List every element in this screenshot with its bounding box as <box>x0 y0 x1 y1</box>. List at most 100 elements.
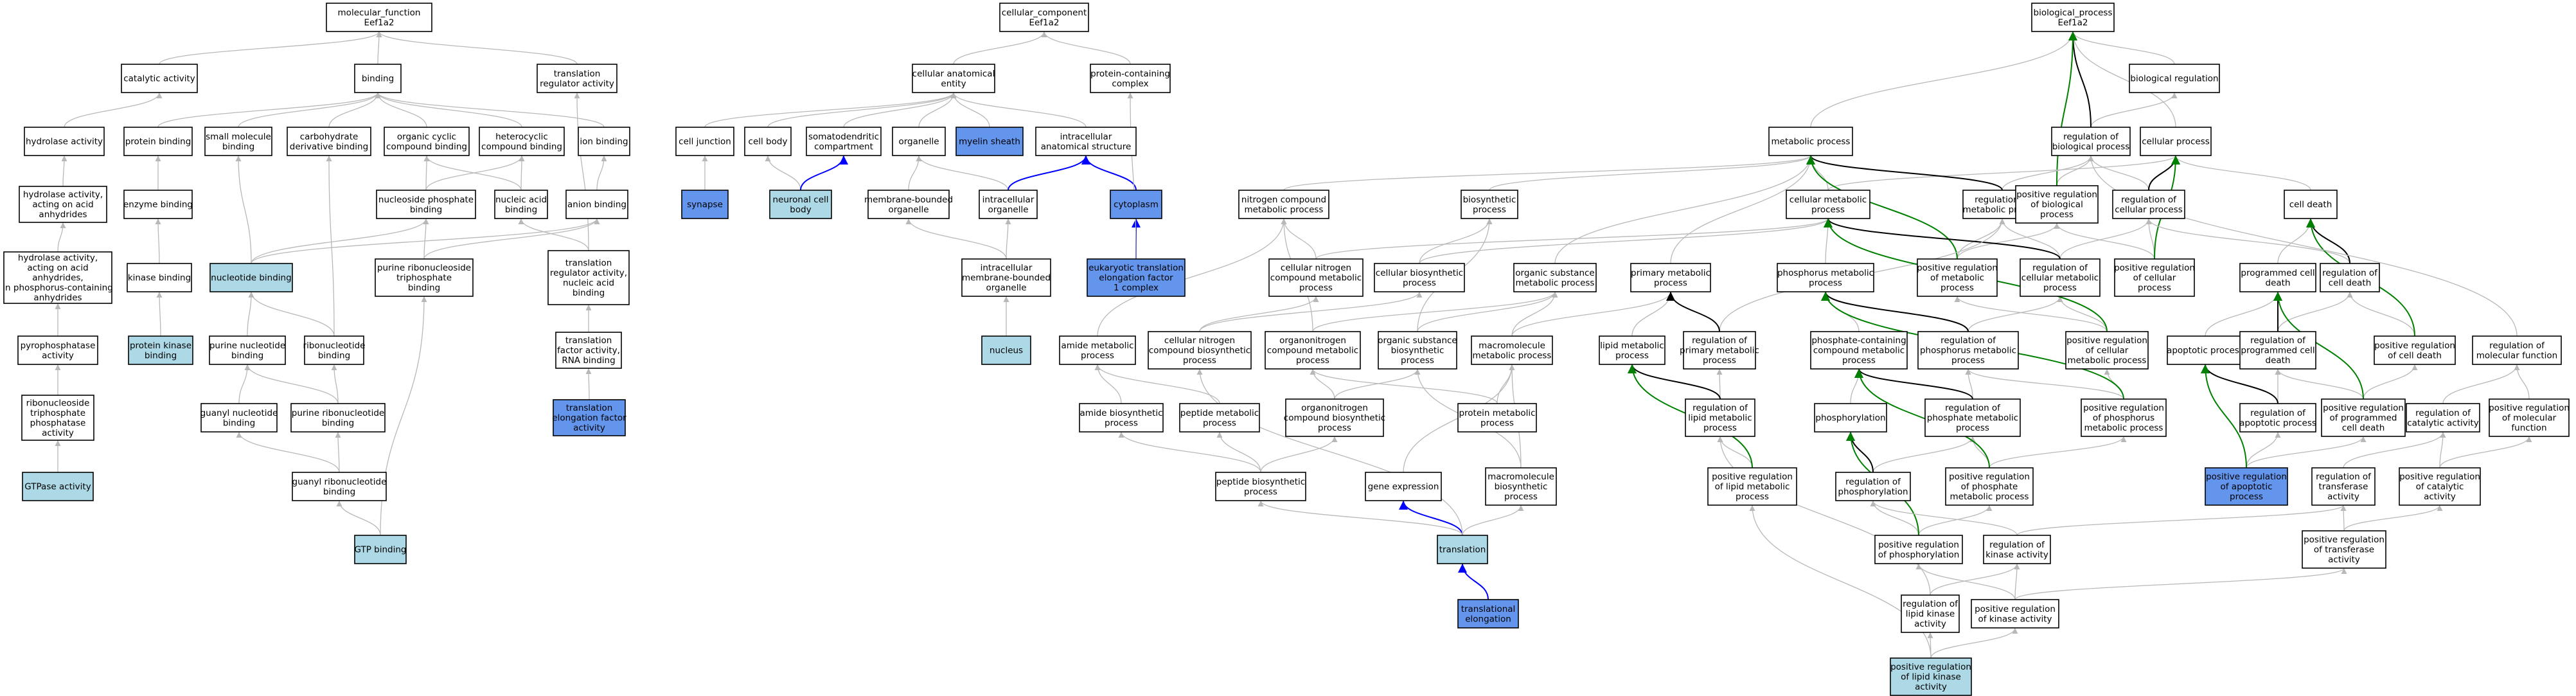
term-node-myelin[interactable]: myelin sheath <box>955 127 1024 156</box>
term-node-catalytic[interactable]: catalytic activity <box>121 64 198 93</box>
term-node-nucleotide[interactable]: nucleotide binding <box>209 263 293 292</box>
term-node-cellular-p[interactable]: cellular process <box>2140 127 2212 156</box>
term-node-synapse[interactable]: synapse <box>681 190 729 219</box>
term-node-anion[interactable]: anion binding <box>565 190 628 219</box>
term-node-gtp[interactable]: GTP binding <box>354 535 407 564</box>
term-node-organelle[interactable]: organelle <box>892 127 946 156</box>
term-node-cell-body[interactable]: cell body <box>744 127 792 156</box>
term-node-binding[interactable]: binding <box>354 64 402 93</box>
term-node-ion[interactable]: ion binding <box>578 127 630 156</box>
term-node-phosphorylation[interactable]: phosphorylation <box>1814 403 1887 433</box>
term-node-gtpase[interactable]: GTPase activity <box>22 472 94 501</box>
term-node-kinase-b[interactable]: kinase binding <box>127 263 192 292</box>
term-node-metabolic[interactable]: metabolic process <box>1768 127 1853 156</box>
term-node-protein-binding[interactable]: protein binding <box>123 127 193 156</box>
term-node-cell-junction[interactable]: cell junction <box>675 127 734 156</box>
term-node-apoptotic[interactable]: apoptotic process <box>2167 335 2244 365</box>
term-node-cytoplasm[interactable]: cytoplasm <box>1110 190 1162 219</box>
term-node-hydrolase[interactable]: hydrolase activity <box>24 127 105 156</box>
term-node-nucleus[interactable]: nucleus <box>981 335 1031 365</box>
term-node-cell-death[interactable]: cell death <box>2284 190 2338 219</box>
term-node-bio-reg[interactable]: biological regulation <box>2129 64 2220 93</box>
term-node-translation[interactable]: translation <box>1437 535 1488 564</box>
